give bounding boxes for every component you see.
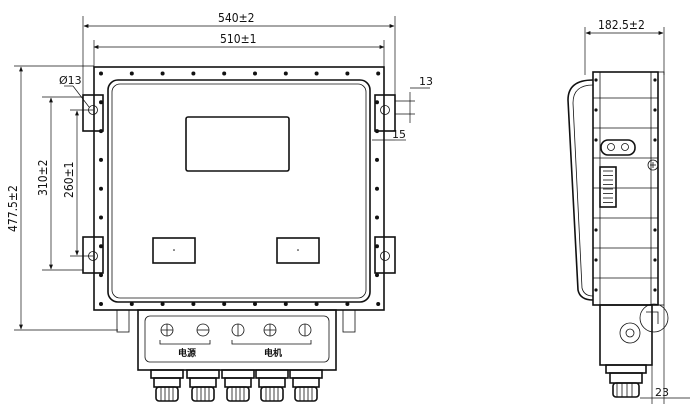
flange-bolt bbox=[160, 302, 165, 306]
mounting-tab-top-left bbox=[82, 94, 104, 132]
dim-mount-width: 510±1 bbox=[220, 32, 257, 46]
flange-bolt bbox=[375, 100, 379, 105]
flange-bolt bbox=[222, 71, 227, 76]
display-window bbox=[185, 116, 290, 172]
flange-bolt bbox=[253, 302, 257, 306]
cable-gland bbox=[150, 369, 184, 402]
flange-bolt bbox=[99, 129, 103, 134]
flange-bolt bbox=[99, 100, 103, 105]
side-view: 182.5±2 bbox=[567, 18, 690, 404]
flange-bolt bbox=[375, 129, 379, 134]
flange-bolt bbox=[375, 244, 379, 249]
dim-tab-offset-side: 15 bbox=[392, 128, 406, 141]
dim-tab-offset-top: 13 bbox=[419, 75, 433, 88]
side-bolt bbox=[594, 78, 598, 82]
flange-bolts bbox=[99, 71, 381, 306]
flange-bolt bbox=[345, 71, 350, 76]
side-bolt bbox=[594, 138, 598, 142]
flange-bolt bbox=[314, 302, 319, 306]
flange-bolt bbox=[253, 71, 257, 76]
flange-bolt bbox=[375, 273, 379, 278]
flange-bolt bbox=[99, 302, 103, 306]
flange-bolt bbox=[345, 302, 350, 306]
side-lid bbox=[567, 79, 594, 301]
flange-bolt bbox=[375, 157, 379, 162]
enclosure-lid bbox=[107, 79, 371, 303]
side-bolt bbox=[653, 108, 657, 112]
flange-bolt bbox=[129, 71, 134, 76]
terminal-m2 bbox=[263, 323, 277, 337]
enclosure-lid-inner bbox=[111, 83, 367, 299]
side-bolt bbox=[594, 108, 598, 112]
terminal-m3 bbox=[298, 323, 312, 337]
mounting-tab-bottom-left bbox=[82, 236, 104, 274]
flange-bolt bbox=[99, 71, 103, 76]
flange-bolt bbox=[375, 186, 379, 191]
dim-mount-height-inner: 260±1 bbox=[62, 161, 76, 198]
flange-bolt bbox=[375, 215, 379, 220]
mounting-tab-top-right bbox=[374, 94, 396, 132]
side-bolt bbox=[653, 138, 657, 142]
side-bolt bbox=[653, 228, 657, 232]
flange-bolt bbox=[99, 244, 103, 249]
flange-bolt bbox=[376, 302, 381, 306]
side-body bbox=[592, 71, 659, 306]
power-label: 电源 bbox=[178, 347, 196, 359]
flange-bolt bbox=[191, 302, 196, 306]
dim-depth: 182.5±2 bbox=[598, 18, 645, 32]
motor-label: 电机 bbox=[264, 347, 282, 359]
mounting-tab-bottom-right bbox=[374, 236, 396, 274]
dim-mount-height-outer: 310±2 bbox=[36, 159, 50, 196]
cable-gland bbox=[255, 369, 289, 402]
side-bolt bbox=[653, 258, 657, 262]
front-view: 电源 电机 540±2 510±1 477.5±2 310±2 260±1 bbox=[6, 11, 433, 402]
flange-bolt bbox=[99, 186, 103, 191]
enclosure-flange bbox=[93, 66, 385, 311]
side-bolt bbox=[594, 228, 598, 232]
side-cable-gland bbox=[605, 364, 647, 398]
detail-circle bbox=[639, 303, 669, 333]
side-connector bbox=[599, 166, 617, 208]
flange-bolt bbox=[191, 71, 196, 76]
bottom-foot-left bbox=[116, 309, 130, 333]
side-bolt bbox=[594, 258, 598, 262]
flange-bolt bbox=[376, 71, 381, 76]
dim-gland-offset: 23 bbox=[655, 386, 669, 399]
flange-bolt bbox=[283, 302, 288, 306]
flange-bolt bbox=[99, 273, 103, 278]
flange-bolt bbox=[129, 302, 134, 306]
side-bolt bbox=[594, 288, 598, 292]
cable-glands bbox=[150, 369, 323, 402]
flange-bolt bbox=[314, 71, 319, 76]
side-bolt bbox=[653, 78, 657, 82]
earth-terminal-icon bbox=[647, 159, 659, 171]
side-fins bbox=[593, 97, 658, 279]
flange-bolt bbox=[99, 215, 103, 220]
flange-bolt bbox=[160, 71, 165, 76]
terminal-l1 bbox=[160, 323, 174, 337]
dim-hole-diameter: Ø13 bbox=[59, 74, 82, 87]
side-terminal-box bbox=[599, 304, 653, 366]
flange-bolt bbox=[283, 71, 288, 76]
indicator-window-right bbox=[276, 237, 320, 264]
indicator-window-left bbox=[152, 237, 196, 264]
dim-overall-height: 477.5±2 bbox=[6, 185, 20, 232]
flange-bolt bbox=[222, 302, 227, 306]
side-bolt bbox=[653, 288, 657, 292]
cable-gland bbox=[289, 369, 323, 402]
dim-overall-width: 540±2 bbox=[218, 11, 255, 25]
bottom-foot-right bbox=[342, 309, 356, 333]
flange-bolt bbox=[99, 157, 103, 162]
cable-gland bbox=[221, 369, 255, 402]
cable-gland bbox=[186, 369, 220, 402]
terminal-n bbox=[196, 323, 210, 337]
terminal-m1 bbox=[231, 323, 245, 337]
side-cable-port bbox=[600, 139, 636, 156]
terminal-box-inner bbox=[144, 315, 330, 363]
terminal-box bbox=[137, 309, 337, 371]
